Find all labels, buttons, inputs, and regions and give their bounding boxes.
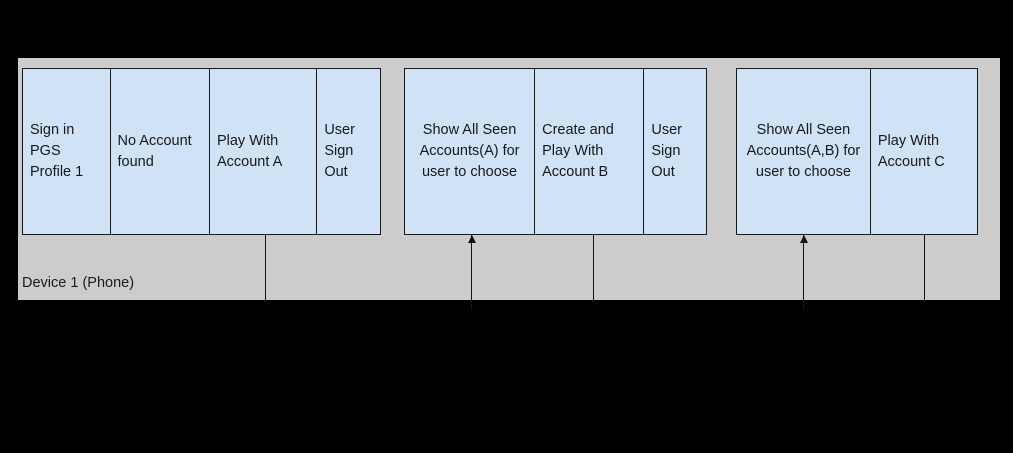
connector-5: [924, 235, 925, 300]
box-label: Sign in PGS Profile 1: [30, 122, 84, 180]
box-label: User Sign Out: [324, 122, 355, 180]
box-user-sign-out-2[interactable]: User Sign Out: [644, 69, 706, 234]
flow-group-3: Show All Seen Accounts(A,B) for user to …: [736, 68, 978, 235]
box-user-sign-out-1[interactable]: User Sign Out: [317, 69, 380, 234]
box-play-with-account-c[interactable]: Play With Account C: [870, 69, 977, 234]
flow-group-2: Show All Seen Accounts(A) for user to ch…: [404, 68, 707, 235]
connector-4-arrowhead-icon: [799, 235, 808, 243]
connector-2-arrowhead-icon: [467, 235, 476, 243]
connector-3: [593, 235, 594, 300]
connector-1: [265, 235, 266, 300]
device-lane-label: Device 1 (Phone): [22, 275, 135, 291]
box-no-account-found[interactable]: No Account found: [110, 69, 210, 234]
box-show-all-seen-accounts-a[interactable]: Show All Seen Accounts(A) for user to ch…: [405, 69, 536, 234]
connector-2: [471, 235, 472, 310]
connector-4: [803, 235, 804, 310]
box-sign-in-pgs-profile-1[interactable]: Sign in PGS Profile 1: [23, 69, 111, 234]
box-create-and-play-with-account-b[interactable]: Create and Play With Account B: [535, 69, 645, 234]
box-label: Show All Seen Accounts(A,B) for user to …: [746, 122, 861, 180]
box-label: Create and Play With Account B: [542, 122, 614, 180]
box-label: Show All Seen Accounts(A) for user to ch…: [419, 122, 520, 180]
box-show-all-seen-accounts-ab[interactable]: Show All Seen Accounts(A,B) for user to …: [737, 69, 871, 234]
box-label: Play With Account A: [216, 132, 283, 170]
box-label: Play With Account C: [877, 132, 945, 170]
box-label: No Account found: [117, 132, 192, 170]
box-label: User Sign Out: [651, 122, 682, 180]
box-play-with-account-a[interactable]: Play With Account A: [209, 69, 318, 234]
flow-group-1: Sign in PGS Profile 1 No Account found P…: [22, 68, 381, 235]
